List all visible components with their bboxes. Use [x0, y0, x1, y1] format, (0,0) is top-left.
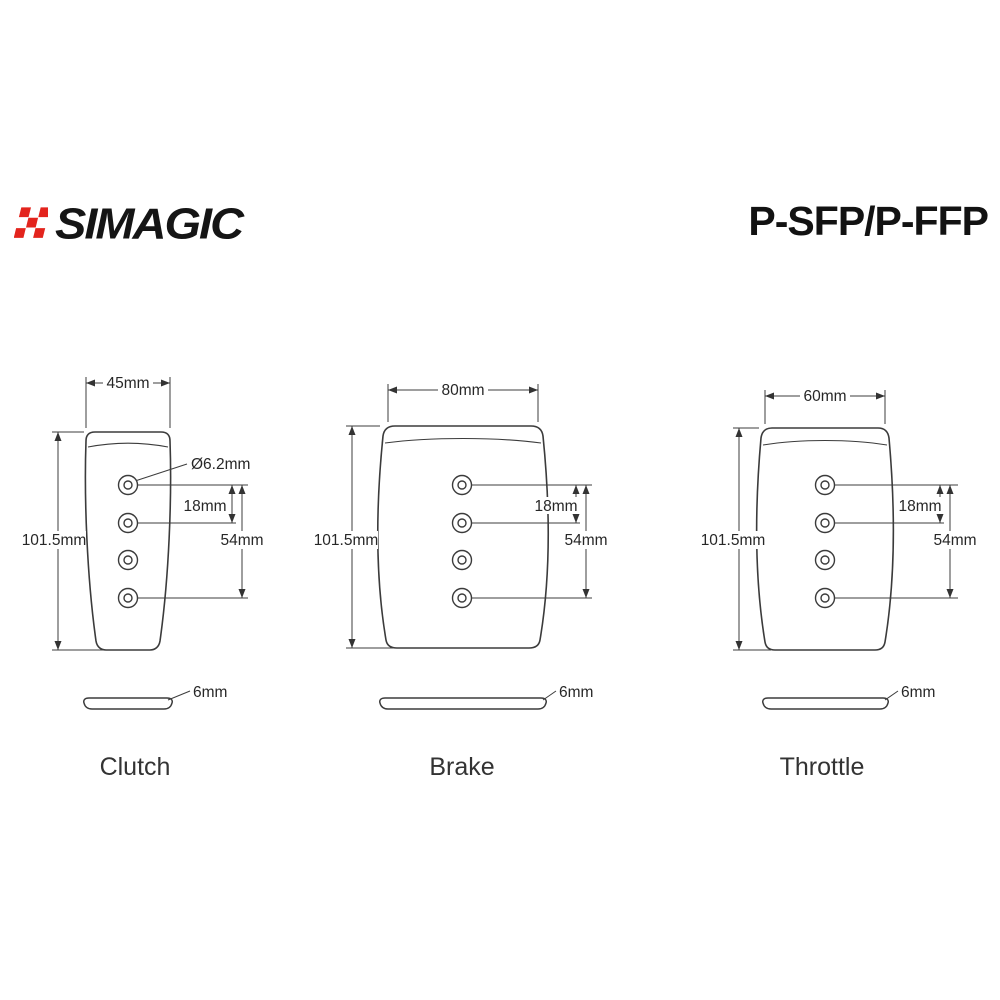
clutch-height-dimension: 101.5mm	[22, 532, 87, 549]
throttle-height-dimension: 101.5mm	[701, 532, 766, 549]
brake-thickness-dimension: 6mm	[559, 684, 593, 701]
throttle-view: 60mm 101.5mm 18mm 54mm 6mm Throttle	[701, 387, 978, 781]
brake-front-plate	[376, 425, 550, 649]
clutch-hole-pitch-dimension: 18mm	[183, 498, 226, 515]
brake-hole-pitch-dimension: 18mm	[534, 498, 577, 515]
clutch-hole-diameter-dimension: Ø6.2mm	[191, 456, 250, 473]
brake-height-dimension: 101.5mm	[314, 532, 379, 549]
clutch-width-dimension: 45mm	[106, 375, 149, 392]
brake-view: 80mm 101.5mm 18mm 54mm 6mm Brake	[314, 381, 609, 781]
brake-top-fold-line	[384, 437, 542, 444]
brake-side-plate	[379, 697, 547, 710]
brake-mounting-holes	[451, 474, 473, 609]
brand-checkered-flag-icon	[14, 206, 48, 238]
clutch-front-plate	[84, 431, 172, 651]
throttle-thickness-dimension: 6mm	[901, 684, 935, 701]
clutch-thickness-dimension: 6mm	[193, 684, 227, 701]
clutch-side-plate	[83, 697, 173, 710]
product-model-title: P-SFP/P-FFP	[748, 198, 989, 244]
throttle-hole-span-dimension: 54mm	[933, 532, 976, 549]
brake-label: Brake	[429, 753, 494, 781]
throttle-top-fold-line	[762, 439, 888, 446]
throttle-front-plate	[755, 427, 895, 651]
clutch-label: Clutch	[100, 753, 171, 781]
clutch-top-fold-line	[87, 442, 169, 448]
throttle-side-plate	[762, 697, 889, 710]
brake-hole-span-dimension: 54mm	[564, 532, 607, 549]
throttle-mounting-holes	[814, 474, 836, 609]
clutch-view: 45mm 101.5mm Ø6.2mm 18mm 54mm 6mm Clutch	[22, 374, 265, 781]
clutch-hole-span-dimension: 54mm	[220, 532, 263, 549]
throttle-hole-pitch-dimension: 18mm	[898, 498, 941, 515]
throttle-width-dimension: 60mm	[803, 388, 846, 405]
throttle-label: Throttle	[780, 753, 865, 781]
brake-width-dimension: 80mm	[441, 382, 484, 399]
brand-logo: SIMAGIC	[14, 196, 244, 251]
clutch-mounting-holes	[117, 474, 139, 609]
clutch-hole-diameter-leader	[131, 463, 188, 483]
brand-name: SIMAGIC	[55, 199, 244, 248]
